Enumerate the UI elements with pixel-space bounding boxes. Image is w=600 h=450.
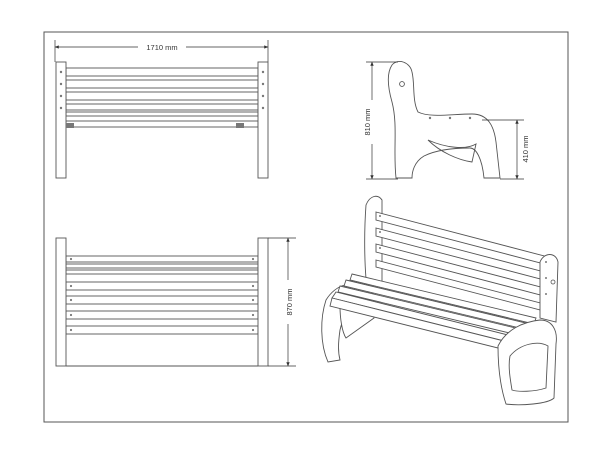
length-dimension-label: 1710 mm: [146, 43, 177, 52]
right-leg-frame: [257, 61, 269, 179]
rear-right-frame: [539, 254, 559, 323]
seat-height-dimension-label: 410 mm: [521, 135, 530, 162]
top-view: 870 mm: [55, 237, 296, 367]
perspective-view: [321, 195, 559, 406]
seat-slat: [65, 103, 259, 111]
seat-slat: [65, 263, 259, 269]
seat-slat: [65, 269, 259, 275]
seat-slat: [65, 111, 259, 117]
left-side-frame: [55, 237, 67, 367]
seat-slat: [65, 325, 259, 335]
seat-front-rail: [65, 120, 259, 128]
side-view: 810 mm 410 mm: [362, 61, 531, 180]
depth-dimension-label: 870 mm: [285, 288, 294, 315]
seat-slat: [65, 295, 259, 305]
side-frame-profile: [387, 61, 501, 179]
front-view: 1710 mm: [54, 40, 269, 179]
backrest-slat: [65, 67, 259, 77]
seat-slat: [65, 310, 259, 320]
right-side-frame: [257, 237, 269, 367]
backrest-slat: [65, 91, 259, 101]
front-right-frame: [497, 319, 557, 406]
left-leg-frame: [55, 61, 67, 179]
drawing-frame: [43, 31, 569, 423]
backrest-slat: [65, 79, 259, 89]
total-height-dimension-label: 810 mm: [363, 108, 372, 135]
seat-slat: [65, 281, 259, 291]
seat-slat: [65, 255, 259, 263]
